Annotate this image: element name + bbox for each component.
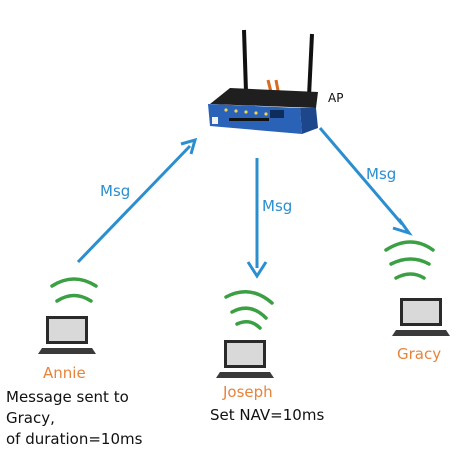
signal-waves-annie xyxy=(50,277,98,303)
station-name-joseph: Joseph xyxy=(223,383,273,401)
station-name-annie: Annie xyxy=(43,364,86,382)
msg-label-ap-to-gracy: Msg xyxy=(366,165,397,183)
msg-label-ap-to-joseph: Msg xyxy=(262,197,293,215)
station-name-gracy: Gracy xyxy=(397,345,442,363)
signal-waves-joseph xyxy=(224,290,274,330)
laptop-icon-joseph xyxy=(216,340,274,378)
signal-waves-gracy xyxy=(384,240,435,280)
wireless-router-icon xyxy=(208,29,318,134)
laptop-icon-gracy xyxy=(392,298,450,336)
msg-label-annie-to-ap: Msg xyxy=(100,182,131,200)
joseph-note: Set NAV=10ms xyxy=(210,406,325,424)
annie-note-line: Message sent to xyxy=(6,388,129,406)
arrow-ap-to-gracy xyxy=(318,127,413,236)
arrow-annie-to-ap xyxy=(76,137,198,264)
arrow-ap-to-joseph xyxy=(246,158,268,279)
annie-note-line: Gracy, xyxy=(6,409,55,427)
annie-note: Message sent to Gracy, of duration=10ms xyxy=(6,387,142,450)
ap-label: AP xyxy=(328,91,344,105)
annie-note-line: of duration=10ms xyxy=(6,430,143,448)
laptop-icon-annie xyxy=(38,316,96,354)
